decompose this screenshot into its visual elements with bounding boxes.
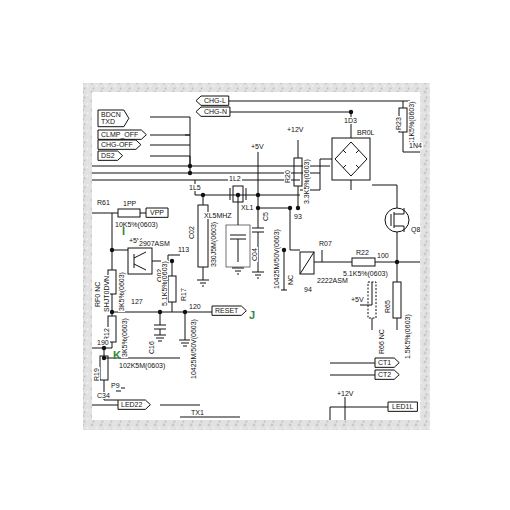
part-label: Q8 [410, 226, 421, 233]
callout-letter: K [112, 350, 122, 361]
part-label: RF0 NC [94, 281, 101, 308]
part-label: SHJT0DVN [103, 275, 110, 313]
port-flag: LED22 [118, 400, 150, 409]
signal-name: CHG-N [204, 108, 227, 115]
part-label: R66 NC [378, 328, 385, 355]
part-label: +5V [350, 296, 365, 303]
part-label: 1N4 [408, 142, 423, 149]
part-label: 190 [96, 339, 110, 346]
flag-shape [388, 402, 417, 411]
part-label: R22 [355, 249, 370, 256]
port-flag: RESET [212, 306, 246, 315]
flag-shape [212, 306, 246, 315]
signal-name: VPP [150, 209, 164, 216]
part-label: C02 [188, 225, 195, 240]
signal-name: TXD [101, 118, 121, 125]
part-label: R17 [180, 287, 187, 302]
callout-letter: J [248, 310, 256, 321]
port-flag: CLMP_OFF [98, 130, 146, 139]
part-label: BR0L [356, 129, 376, 136]
port-flag: CT1 [375, 358, 399, 367]
part-label: 10425M/50V(0603) [190, 318, 197, 380]
part-label: 113 [177, 246, 190, 253]
part-label: 2907ASM [138, 240, 171, 247]
part-label: +12V [286, 126, 305, 133]
part-label: R65 [384, 299, 391, 314]
paper-ground [92, 92, 420, 420]
part-label: 5.1K5%(0603) [342, 270, 389, 277]
junction-dots [102, 110, 399, 360]
signal-name: CLMP_OFF [101, 131, 138, 138]
flag-shape [118, 400, 150, 409]
part-label: 120 [188, 303, 202, 310]
signal-name: LED22 [121, 401, 142, 408]
signal-box: VPP [146, 208, 168, 217]
part-label: 94 [303, 286, 313, 293]
part-label: 3K5%(0603) [118, 271, 125, 312]
part-label: XL5MHZ [203, 212, 233, 219]
part-label: 330J5M(0603) [210, 221, 217, 268]
signal-name: CHG-L [204, 97, 226, 104]
part-label: R61 [96, 199, 111, 206]
part-label: 1L5 [188, 184, 202, 191]
signal-name: LED1L [392, 403, 413, 410]
part-label: R20 [284, 169, 291, 184]
part-label: 1.5K5%(0603) [404, 313, 411, 360]
part-label: 1PP [122, 200, 137, 207]
port-flag: CHG-N [196, 107, 230, 116]
signal-name: BDCN [101, 111, 121, 118]
flag-shape [98, 130, 146, 139]
part-label: 3K5%(0603) [121, 317, 128, 358]
paper-frame [83, 83, 430, 430]
part-label: C16 [148, 340, 155, 355]
signal-name: CHG-OFF [101, 141, 133, 148]
part-label: 100 [376, 252, 390, 259]
port-flag: CHG-OFF [98, 140, 141, 149]
part-label: 93 [293, 213, 303, 220]
part-label: 127 [130, 298, 144, 305]
part-label: 102K5M(0603) [118, 362, 166, 369]
signal-name: DS2 [101, 152, 115, 159]
part-label: R07 [318, 240, 333, 247]
part-label: +5V [250, 143, 265, 150]
flag-shape [375, 358, 399, 367]
part-label: 1D3 [343, 117, 358, 124]
port-flag: CHG-L [196, 96, 229, 105]
callout-letter: I [121, 226, 126, 237]
port-flag: DS2 [98, 151, 123, 160]
flag-shape [98, 151, 123, 160]
part-label: NC [287, 274, 294, 286]
part-label: C5 [262, 211, 269, 222]
flag-shape [98, 110, 129, 127]
part-label: 1L2 [228, 175, 242, 182]
part-label: R19 [93, 367, 100, 382]
port-flag: BDCNTXD [98, 110, 129, 127]
signal-name: RESET [215, 307, 238, 314]
flag-shape [196, 107, 230, 116]
part-label: C04 [251, 247, 258, 262]
part-label: 10K5%(0603) [114, 221, 159, 228]
part-label: R23 [395, 116, 402, 131]
port-flag: CT2 [375, 370, 399, 379]
flag-shape [196, 96, 229, 105]
flag-shape [98, 140, 141, 149]
flag-shape [146, 208, 168, 217]
wires [92, 101, 420, 420]
part-label: P9 [110, 382, 121, 389]
part-label: TX1 [190, 409, 205, 416]
part-label: XL1 [240, 204, 254, 211]
part-label: 3.3K5%(0603) [303, 158, 310, 205]
signal-box: LED1L [388, 402, 417, 411]
part-label: 10425M/50V(0603) [273, 228, 280, 290]
part-label: 2222ASM [316, 277, 349, 284]
part-label: 5.1K5%(0603) [161, 260, 168, 307]
signal-name: CT1 [378, 359, 391, 366]
part-label: C34 [96, 392, 111, 399]
part-label: +12V [336, 390, 355, 397]
signal-name: CT2 [378, 371, 391, 378]
flag-shape [375, 370, 399, 379]
